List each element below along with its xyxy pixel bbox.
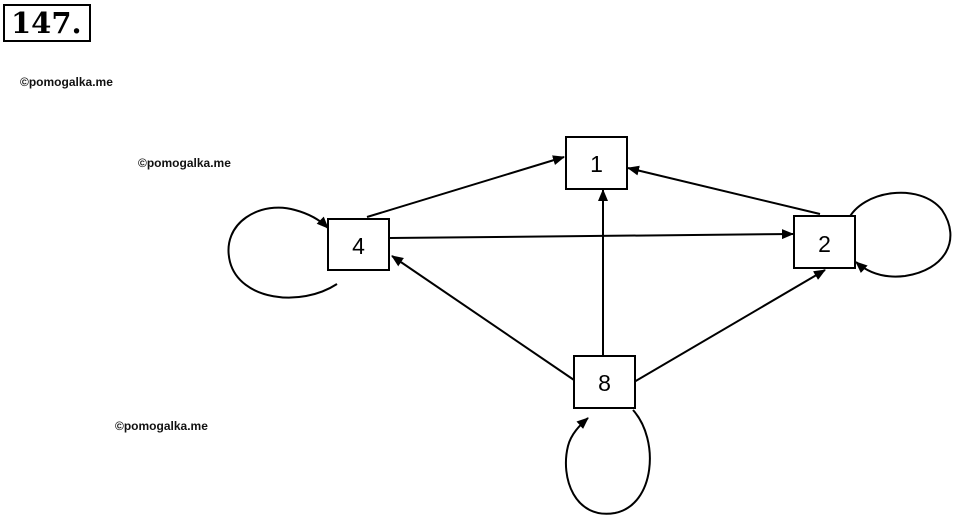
edge-8-to-4 bbox=[391, 255, 575, 381]
loop-4 bbox=[227, 206, 338, 299]
loop-2 bbox=[847, 191, 952, 278]
edge-8-to-2 bbox=[633, 269, 826, 383]
node-label: 4 bbox=[352, 233, 365, 259]
node-1: 1 bbox=[565, 136, 628, 190]
watermark: ©pomogalka.me bbox=[20, 75, 113, 89]
edge-4-to-2 bbox=[389, 229, 794, 240]
watermark: ©pomogalka.me bbox=[138, 156, 231, 170]
problem-number: 147. bbox=[3, 4, 91, 42]
edge-4-to-1 bbox=[366, 155, 565, 218]
node-4: 4 bbox=[327, 218, 390, 271]
watermark: ©pomogalka.me bbox=[115, 419, 208, 433]
node-2: 2 bbox=[793, 215, 856, 269]
node-label: 8 bbox=[598, 370, 611, 396]
loop-8 bbox=[564, 409, 651, 515]
node-label: 2 bbox=[818, 231, 831, 257]
node-label: 1 bbox=[590, 151, 603, 177]
node-8: 8 bbox=[573, 355, 636, 409]
edge-2-to-1 bbox=[627, 165, 821, 215]
